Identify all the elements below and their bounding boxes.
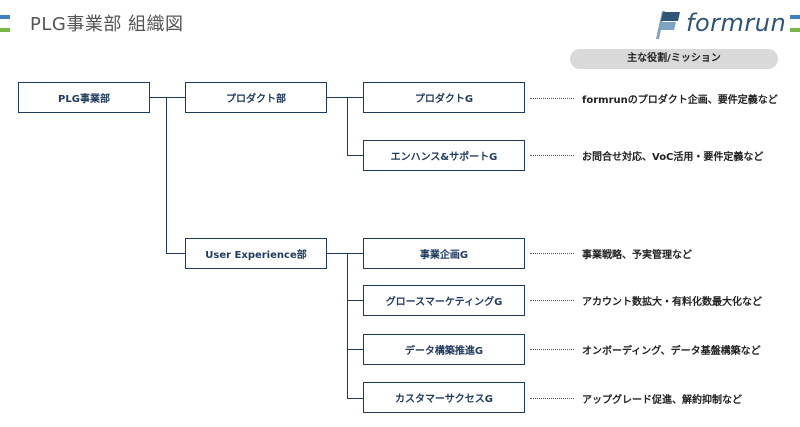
connector-root-trunk-vertical — [166, 97, 167, 253]
connector-dept1-out — [327, 97, 348, 98]
dotted-leader — [530, 98, 574, 99]
dotted-leader — [530, 349, 574, 350]
org-box-dept-product: プロダクト部 — [185, 82, 327, 113]
org-box-root: PLG事業部 — [18, 82, 150, 113]
dotted-leader — [530, 398, 574, 399]
corner-accent-blue-right — [790, 15, 800, 19]
flag-icon — [656, 11, 680, 39]
role-text: アカウント数拡大・有料化数最大化など — [582, 297, 762, 308]
org-box-group: 事業企画G — [363, 238, 525, 269]
formrun-logo: formrun — [652, 8, 797, 42]
connector-dept2-vertical — [347, 253, 348, 398]
corner-accent-green-left — [0, 28, 10, 32]
connector-dept2-to-g6 — [347, 398, 363, 399]
connector-dept2-out — [327, 253, 348, 254]
connector-dept2-to-g4 — [347, 300, 363, 301]
connector-dept1-to-g2 — [347, 155, 363, 156]
org-box-group: グロースマーケティングG — [363, 285, 525, 316]
dotted-leader — [530, 253, 574, 254]
org-box-group: データ構築推進G — [363, 334, 525, 365]
org-box-group: プロダクトG — [363, 82, 525, 113]
role-text: お問合せ対応、VoC活用・要件定義など — [582, 152, 764, 163]
org-box-group: エンハンス&サポートG — [363, 140, 525, 171]
dotted-leader — [530, 155, 574, 156]
connector-root-to-trunk — [150, 97, 166, 98]
role-text: 事業戦略、予実管理など — [582, 250, 692, 261]
connector-dept2-to-g3 — [347, 253, 363, 254]
role-text: アップグレード促進、解約抑制など — [582, 395, 742, 406]
connector-trunk-to-dept2 — [166, 253, 185, 254]
role-text: オンボーディング、データ基盤構築など — [582, 346, 761, 357]
corner-accent-green-right — [790, 28, 800, 32]
page-title: PLG事業部 組織図 — [30, 14, 184, 35]
connector-dept1-vertical — [347, 97, 348, 155]
corner-accent-blue-left — [0, 15, 10, 19]
logo-text: formrun — [686, 9, 787, 37]
role-text: formrunのプロダクト企画、要件定義など — [582, 95, 778, 106]
connector-trunk-to-dept1 — [166, 97, 185, 98]
connector-dept2-to-g5 — [347, 349, 363, 350]
dotted-leader — [530, 300, 574, 301]
org-box-group: カスタマーサクセスG — [363, 382, 525, 413]
connector-dept1-to-g1 — [347, 97, 363, 98]
roles-header-pill: 主な役割/ミッション — [570, 49, 778, 69]
org-box-dept-ux: User Experience部 — [185, 238, 327, 269]
